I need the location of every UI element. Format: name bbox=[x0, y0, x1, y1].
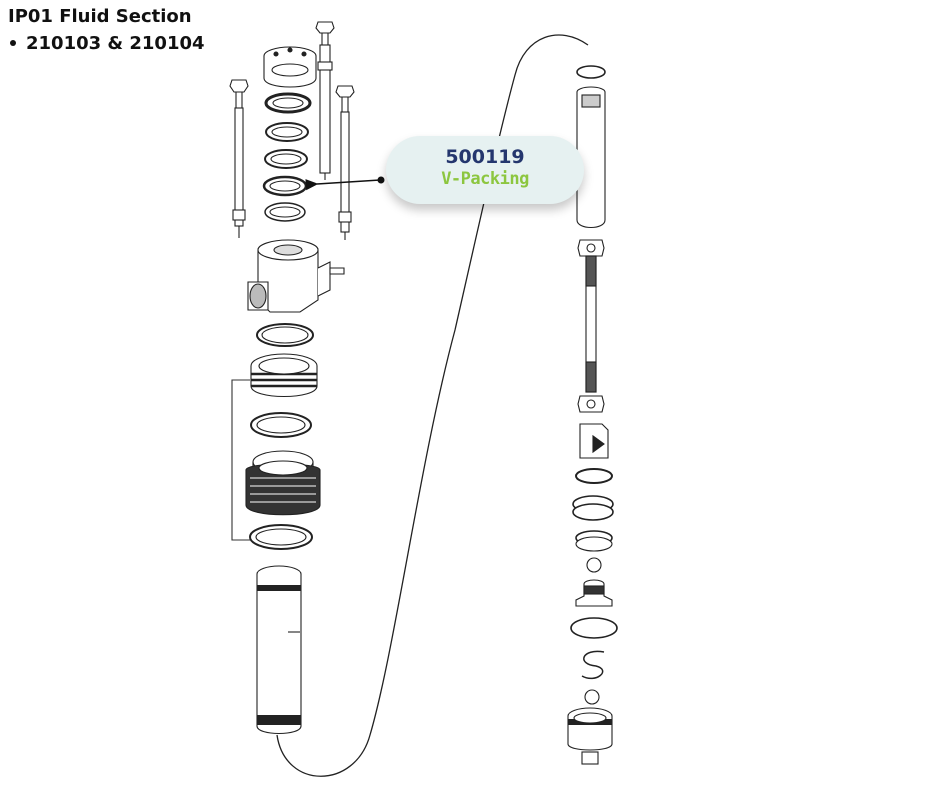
v-packing-rings-icon bbox=[262, 92, 312, 222]
left-assembly-icon bbox=[229, 21, 355, 735]
foot-valve-icon bbox=[567, 707, 613, 765]
part-number: 500119 bbox=[445, 146, 525, 168]
right-assembly-icon bbox=[567, 65, 618, 765]
model-numbers: 210103 & 210104 bbox=[26, 33, 205, 54]
part-callout: 500119 V-Packing bbox=[386, 136, 584, 204]
bullet-dot-icon bbox=[10, 39, 16, 46]
packing-nut-icon bbox=[263, 46, 317, 88]
header: IP01 Fluid Section 210103 & 210104 bbox=[8, 6, 205, 56]
assembly-connector-line bbox=[276, 34, 589, 777]
packing-holder-icon bbox=[250, 353, 318, 398]
o-ring-icon bbox=[575, 468, 613, 484]
o-ring-icon bbox=[576, 65, 606, 79]
o-ring-icon bbox=[570, 617, 618, 639]
leader-dot-icon bbox=[377, 176, 385, 184]
page-title: IP01 Fluid Section bbox=[8, 6, 192, 27]
model-list-item: 210103 & 210104 bbox=[8, 32, 205, 56]
retaining-clip-icon bbox=[581, 650, 605, 680]
tie-rod-right bbox=[335, 85, 355, 240]
cylinder-icon bbox=[256, 565, 302, 735]
ball-icon bbox=[586, 557, 602, 573]
displacement-rod-icon bbox=[576, 86, 606, 229]
piston-valve-icon bbox=[575, 579, 613, 607]
piston-icon bbox=[579, 423, 609, 459]
lower-packing-holder-icon bbox=[245, 450, 321, 516]
part-name: V-Packing bbox=[441, 169, 529, 189]
pump-housing-icon bbox=[247, 239, 345, 313]
ball-icon bbox=[584, 689, 600, 705]
tie-rod-center bbox=[315, 21, 335, 180]
tie-rod-left bbox=[229, 79, 249, 238]
group-bracket bbox=[231, 379, 250, 541]
leader-arrow-icon bbox=[305, 179, 381, 191]
connecting-rod-icon bbox=[585, 255, 597, 393]
